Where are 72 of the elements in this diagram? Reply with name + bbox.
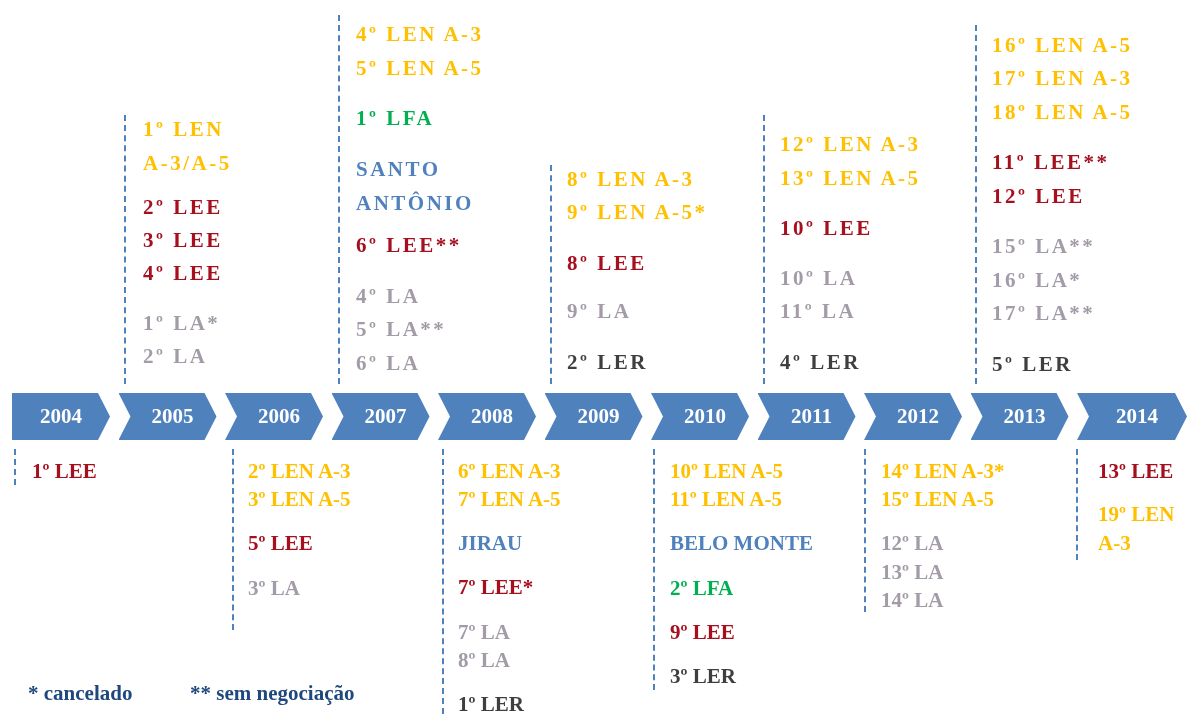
auction-label: 11º LEN A-5 xyxy=(670,486,782,513)
auction-label: 11º LA xyxy=(780,298,857,325)
auction-label: 3º LER xyxy=(670,663,736,690)
auction-label: 5º LA** xyxy=(356,316,447,343)
auction-label: 12º LEN A-3 xyxy=(780,131,921,158)
auction-label: 2º LFA xyxy=(670,575,734,602)
auction-label: 16º LEN A-5 xyxy=(992,32,1133,59)
auction-label: SANTO ANTÔNIO xyxy=(356,156,475,217)
timeline-year-segment: 2013 xyxy=(970,393,1069,440)
auction-label: 15º LA** xyxy=(992,233,1096,260)
timeline-year-segment: 2005 xyxy=(118,393,217,440)
auction-label: 12º LA xyxy=(881,530,944,557)
auction-label: BELO MONTE xyxy=(670,530,813,557)
auction-label: 9º LEN A-5* xyxy=(567,199,708,226)
legend-note: * cancelado xyxy=(28,680,133,707)
auction-label: 3º LEN A-5 xyxy=(248,486,351,513)
auction-label: 9º LA xyxy=(567,298,632,325)
auction-label: 4º LER xyxy=(780,349,861,376)
auction-label: 11º LEE** xyxy=(992,149,1110,176)
auction-label: 19º LEN A-3 xyxy=(1098,501,1176,557)
auction-label: JIRAU xyxy=(458,530,523,557)
timeline-year-segment: 2011 xyxy=(757,393,856,440)
timeline-year-segment: 2010 xyxy=(651,393,749,440)
timeline-year-segment: 2014 xyxy=(1077,393,1187,440)
auction-label: 14º LEN A-3* xyxy=(881,458,1005,485)
auction-label: 1º LA* xyxy=(143,310,221,337)
auction-label: 7º LEN A-5 xyxy=(458,486,561,513)
auction-label: 3º LEE xyxy=(143,227,223,254)
auction-label: 15º LEN A-5 xyxy=(881,486,995,513)
auction-label: 10º LEN A-5 xyxy=(670,458,784,485)
timeline-year-segment: 2006 xyxy=(225,393,323,440)
timeline-year-segment: 2012 xyxy=(864,393,962,440)
auction-label: 2º LA xyxy=(143,343,208,370)
timeline-year-segment: 2009 xyxy=(544,393,643,440)
auction-label: 13º LEN A-5 xyxy=(780,165,921,192)
auction-label: 1º LER xyxy=(458,691,524,714)
auction-label: 9º LEE xyxy=(670,619,735,646)
auction-label: 12º LEE xyxy=(992,183,1085,210)
auction-label: 7º LA xyxy=(458,619,510,646)
auction-label: 6º LA xyxy=(356,350,421,377)
auction-label: 1º LFA xyxy=(356,105,435,132)
auction-label: 2º LEE xyxy=(143,194,223,221)
auction-label: 6º LEE** xyxy=(356,232,462,259)
timeline-year-segment: 2004 xyxy=(12,393,110,440)
auction-label: 18º LEN A-5 xyxy=(992,99,1133,126)
auction-label: 1º LEN A-3/A-5 xyxy=(143,116,233,177)
timeline-year-segment: 2007 xyxy=(331,393,430,440)
auction-label: 6º LEN A-3 xyxy=(458,458,561,485)
auction-label: 3º LA xyxy=(248,575,300,602)
auction-label: 7º LEE* xyxy=(458,574,534,601)
auction-label: 17º LA** xyxy=(992,300,1096,327)
auction-label: 2º LER xyxy=(567,349,648,376)
auction-label: 14º LA xyxy=(881,587,944,614)
auction-label: 8º LEN A-3 xyxy=(567,166,695,193)
auction-label: 16º LA* xyxy=(992,267,1083,294)
auction-label: 8º LA xyxy=(458,647,510,674)
legend-note: ** sem negociação xyxy=(190,680,355,707)
auction-label: 4º LEE xyxy=(143,260,223,287)
auction-label: 5º LEE xyxy=(248,530,313,557)
auction-label: 2º LEN A-3 xyxy=(248,458,351,485)
auction-label: 1º LEE xyxy=(32,458,97,485)
auction-label: 10º LA xyxy=(780,265,858,292)
auction-label: 4º LEN A-3 xyxy=(356,21,484,48)
auction-label: 5º LEN A-5 xyxy=(356,55,484,82)
timeline-year-segment: 2008 xyxy=(438,393,536,440)
auction-label: 10º LEE xyxy=(780,215,873,242)
auction-label: 13º LEE xyxy=(1098,458,1174,485)
auction-label: 4º LA xyxy=(356,283,421,310)
auction-label: 17º LEN A-3 xyxy=(992,65,1133,92)
auction-label: 8º LEE xyxy=(567,250,647,277)
auction-label: 5º LER xyxy=(992,351,1073,378)
auction-label: 13º LA xyxy=(881,559,944,586)
